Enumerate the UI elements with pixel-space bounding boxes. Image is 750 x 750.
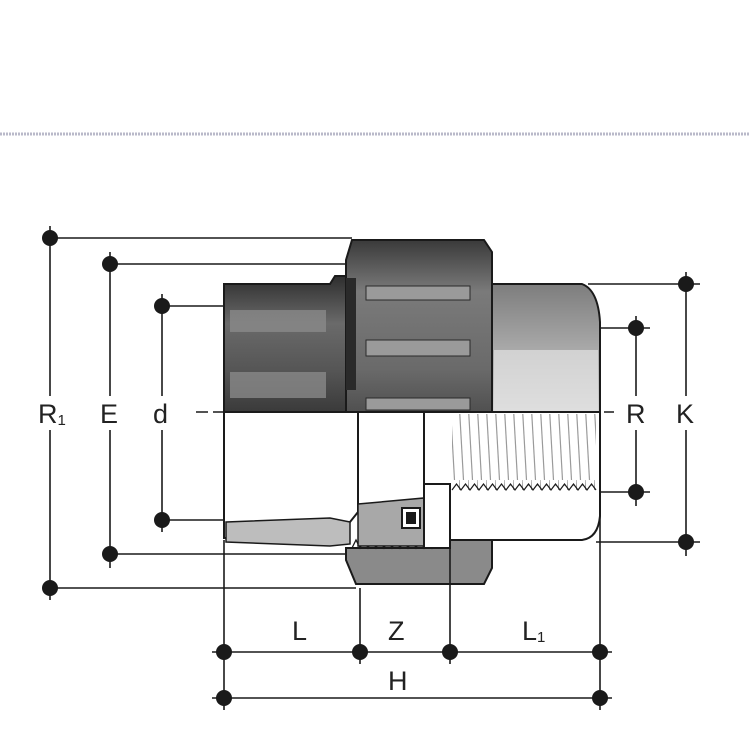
label-l1: L1 bbox=[522, 616, 545, 646]
female-thread-hatch bbox=[452, 414, 596, 490]
union-body bbox=[196, 239, 614, 585]
section-left-taper bbox=[225, 517, 351, 547]
left-spigot-highlight bbox=[230, 310, 326, 332]
label-e: E bbox=[100, 399, 118, 429]
label-r: R bbox=[626, 399, 646, 429]
dimension-dots bbox=[42, 230, 694, 706]
union-nut-upper bbox=[345, 239, 493, 413]
collar-block bbox=[423, 483, 451, 549]
label-d: d bbox=[153, 399, 168, 429]
label-k: K bbox=[676, 399, 694, 429]
label-l: L bbox=[292, 616, 307, 646]
label-h: H bbox=[388, 666, 408, 696]
label-z: Z bbox=[388, 616, 405, 646]
label-r1: R1 bbox=[38, 399, 66, 429]
